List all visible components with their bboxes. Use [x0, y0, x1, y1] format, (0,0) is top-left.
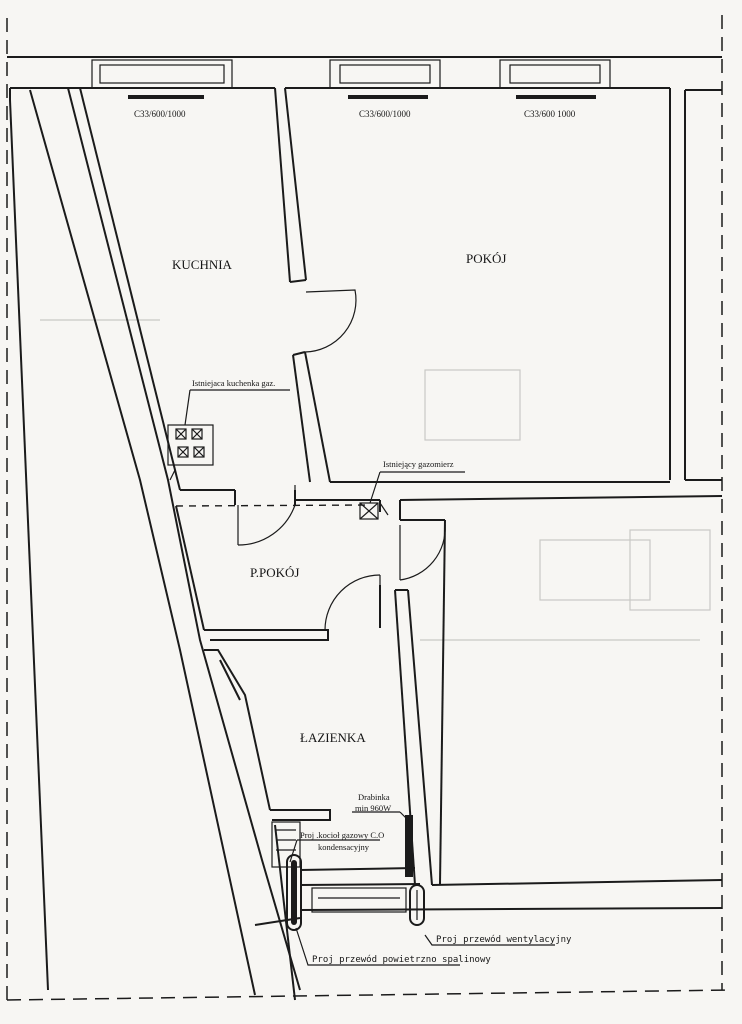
note-gas-stove: Istniejaca kuchenka gaz. [192, 378, 275, 388]
window-label-3: C33/600 1000 [524, 109, 576, 119]
room-label-ppokoj: P.POKÓJ [250, 565, 300, 580]
door-swings [237, 289, 446, 631]
bleed-through-marks [40, 319, 711, 641]
note-boiler-line2: kondensacyjny [318, 842, 370, 852]
window-frames [91, 59, 611, 99]
gas-meter-icon [359, 502, 389, 520]
note-gas-meter: Istniejący gazomierz [383, 459, 454, 469]
towel-radiator-icon [405, 815, 413, 877]
exterior-walls [7, 56, 722, 996]
note-flue-duct: Proj przewód powietrzno spalinowy [312, 954, 491, 965]
note-radiator-line2: min 960W [355, 803, 391, 813]
window-label-1: C33/600/1000 [134, 109, 186, 119]
vent-duct-icon [409, 884, 425, 926]
note-boiler-line1: Proj .kocioł gazowy C.O [300, 830, 384, 840]
window-label-2: C33/600/1000 [359, 109, 411, 119]
interior-walls [68, 87, 723, 1001]
note-vent-duct: Proj przewód wentylacyjny [436, 934, 572, 945]
gas-stove-icon [167, 424, 214, 481]
site-boundary [6, 15, 731, 1001]
leader-lines [184, 389, 555, 966]
flue-duct-icon [286, 854, 302, 931]
note-radiator-line1: Drabinka [358, 792, 390, 802]
room-label-kuchnia: KUCHNIA [172, 257, 233, 272]
room-label-lazienka: ŁAZIENKA [300, 730, 366, 745]
room-label-pokoj: POKÓJ [466, 251, 506, 266]
